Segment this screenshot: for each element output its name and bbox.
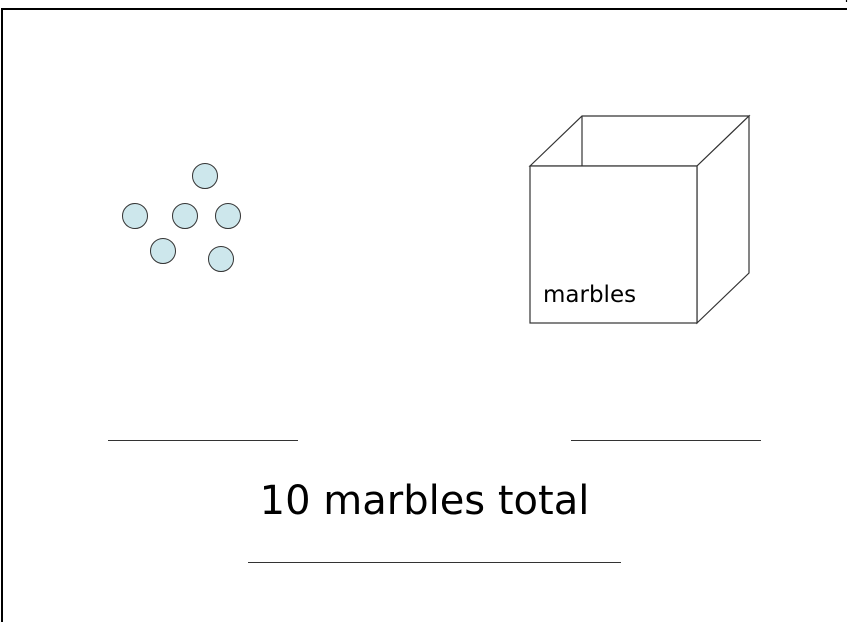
marble <box>172 203 198 229</box>
box-label: marbles <box>543 282 636 308</box>
marble <box>122 203 148 229</box>
marble <box>215 203 241 229</box>
answer-line-bottom <box>248 562 621 563</box>
marble <box>192 163 218 189</box>
answer-line-right <box>571 440 761 441</box>
answer-line-left <box>108 440 298 441</box>
page-number: 4 <box>841 0 849 5</box>
marble <box>150 238 176 264</box>
marble <box>208 246 234 272</box>
total-text: 10 marbles total <box>0 478 849 524</box>
